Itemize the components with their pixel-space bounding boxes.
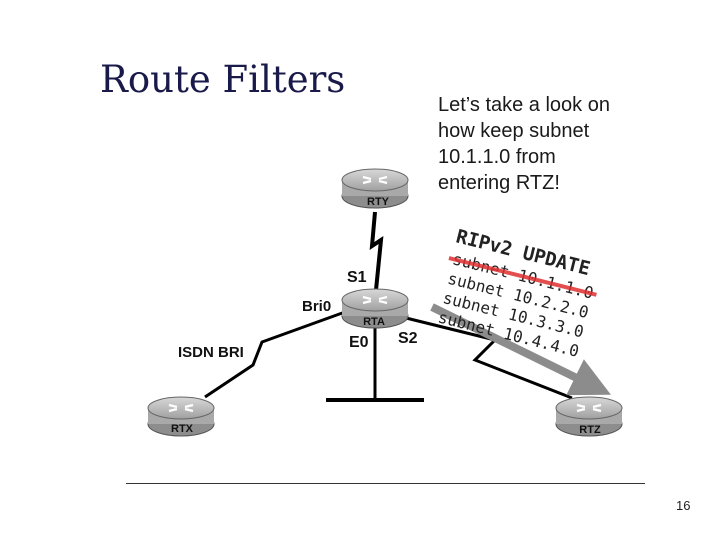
slide-title: Route Filters bbox=[100, 58, 346, 101]
caption-line: how keep subnet bbox=[438, 120, 590, 142]
caption-line: Let’s take a look on bbox=[438, 94, 610, 116]
serial-link-rta-rtz bbox=[401, 315, 573, 400]
caption-line: entering RTZ! bbox=[438, 172, 560, 194]
router-rty-label: RTY bbox=[367, 196, 390, 208]
router-rta-icon bbox=[341, 288, 409, 329]
router-rtx-label: RTX bbox=[171, 423, 194, 435]
interface-bri0-label: Bri0 bbox=[302, 298, 331, 315]
caption-text: Let’s take a look on how keep subnet 10.… bbox=[438, 92, 678, 196]
router-rtx-icon bbox=[147, 396, 215, 437]
isdn-bri-label: ISDN BRI bbox=[178, 344, 244, 361]
router-rtz-icon bbox=[555, 396, 623, 437]
interface-e0-label: E0 bbox=[349, 334, 369, 351]
ripv2-update-block: RIPv2 UPDATE subnet 10.1.1.0 subnet 10.2… bbox=[436, 226, 597, 361]
router-rtz-label: RTZ bbox=[579, 424, 601, 436]
router-rty-icon bbox=[341, 168, 409, 209]
footer-divider bbox=[126, 483, 645, 484]
isdn-link-rta-rtx bbox=[204, 310, 346, 399]
caption-line: 10.1.1.0 from bbox=[438, 146, 556, 168]
update-arrow bbox=[430, 303, 611, 396]
router-rta-label: RTA bbox=[363, 316, 385, 328]
serial-link-rty-rta bbox=[369, 211, 384, 291]
interface-s1-label: S1 bbox=[347, 269, 367, 286]
network-diagram: RTY RTA RTX RTZ S1 Bri0 ISDN BRI E0 S2 R… bbox=[147, 168, 623, 437]
interface-s2-label: S2 bbox=[398, 330, 418, 347]
strikeout-line bbox=[448, 256, 597, 297]
page-number: 16 bbox=[676, 498, 691, 513]
